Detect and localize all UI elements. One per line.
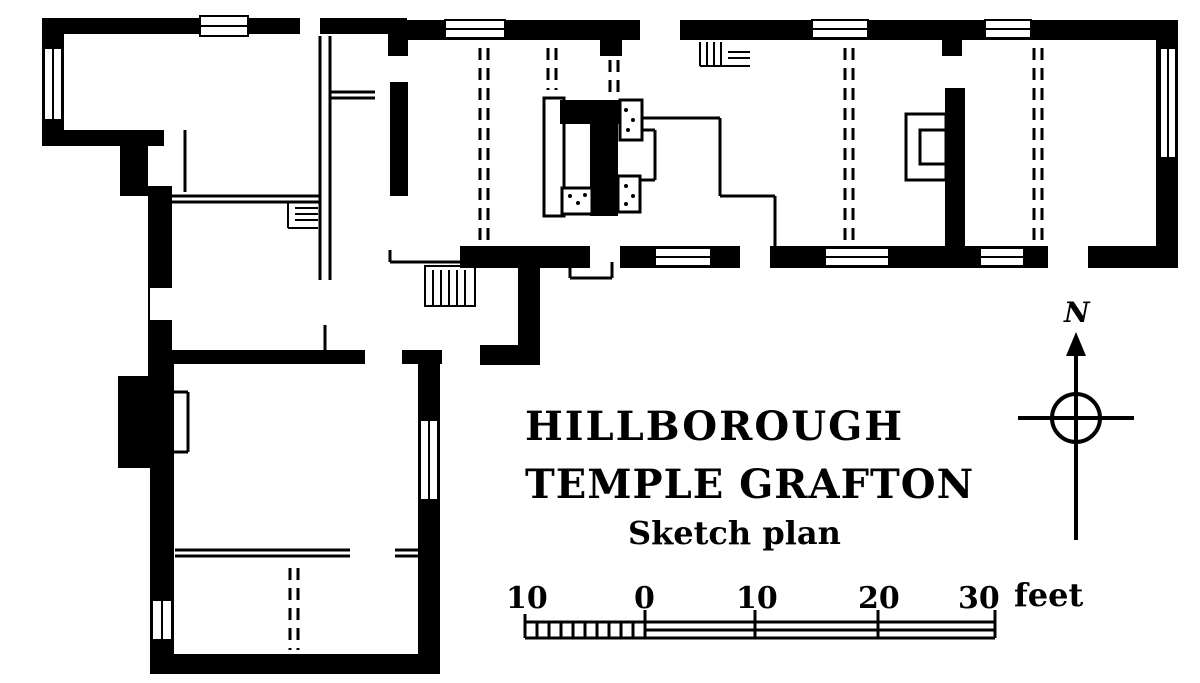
internal-walls bbox=[390, 20, 965, 246]
scale-label-30: 30 bbox=[958, 581, 1000, 616]
plan-title-line2: TEMPLE GRAFTON bbox=[525, 461, 974, 508]
interior-partitions bbox=[142, 36, 777, 558]
scale-label-minus10: 10 bbox=[506, 581, 548, 616]
compass-north-label: N bbox=[1063, 296, 1091, 329]
scale-label-20: 20 bbox=[858, 581, 900, 616]
compass-arrow-icon bbox=[1018, 332, 1134, 540]
ceiling-beams bbox=[288, 48, 1044, 650]
fireplace-central bbox=[542, 96, 644, 218]
north-compass: N bbox=[1018, 296, 1134, 540]
scale-label-10: 10 bbox=[736, 581, 778, 616]
door-openings bbox=[300, 16, 1088, 367]
windows bbox=[43, 15, 1177, 641]
scale-bar: 10 0 10 20 30 feet bbox=[506, 576, 1083, 640]
fireplace-east bbox=[904, 112, 948, 182]
staircase-west bbox=[287, 202, 318, 229]
scale-bar-graphic bbox=[523, 610, 997, 640]
scale-unit-label: feet bbox=[1014, 576, 1083, 614]
staircase-north bbox=[699, 42, 750, 67]
plan-title-line1: HILLBOROUGH bbox=[525, 403, 904, 450]
plan-subtitle: Sketch plan bbox=[628, 514, 841, 552]
scale-label-0: 0 bbox=[634, 581, 655, 616]
staircase-central bbox=[424, 265, 476, 307]
